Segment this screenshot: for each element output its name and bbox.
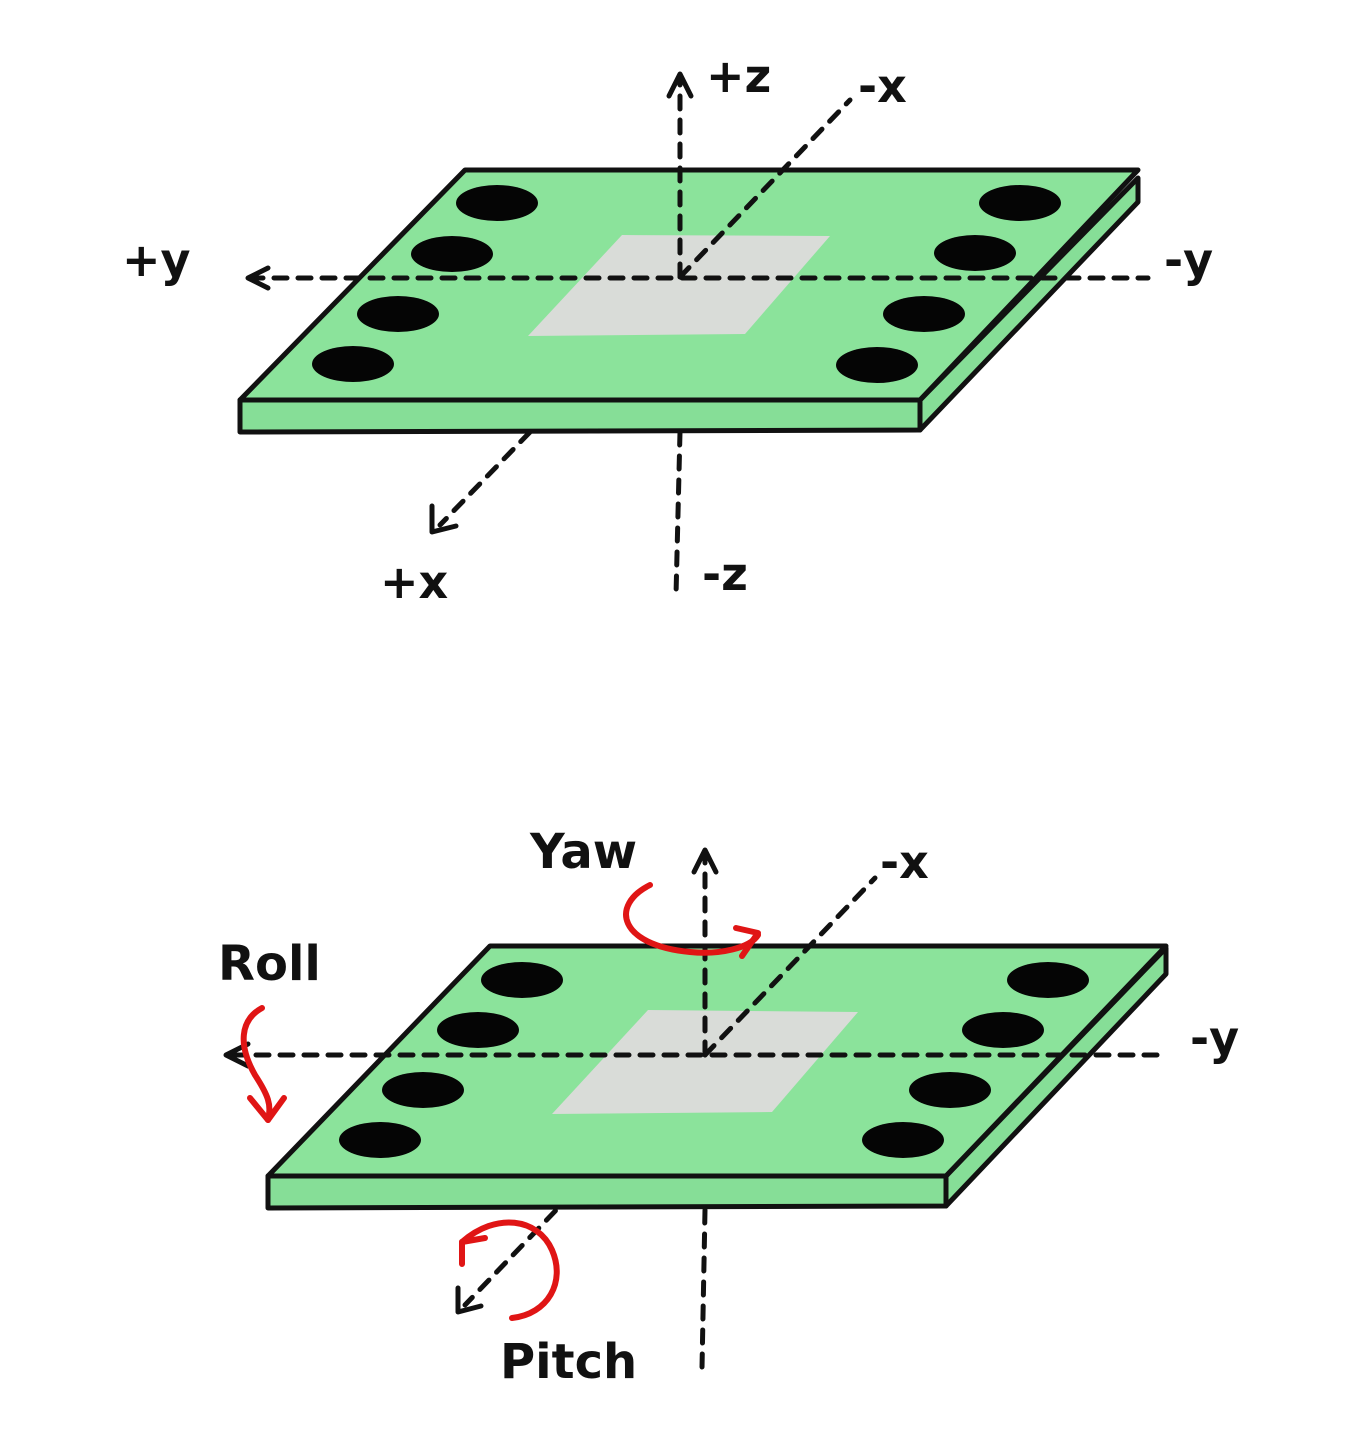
mounting-hole	[1007, 962, 1089, 998]
sensor-chip	[552, 1010, 858, 1114]
yaw-rotation-arrow-icon	[623, 882, 761, 959]
z-axis-line-lower	[699, 1207, 708, 1371]
pos-y-label: +y	[122, 233, 191, 287]
circuit-board	[265, 943, 1169, 1211]
y-arrowhead	[223, 1041, 251, 1069]
pos-z-label: +z	[706, 49, 771, 103]
roll-label: Roll	[218, 936, 321, 992]
z-axis-line-lower	[673, 429, 683, 598]
yaw-label: Yaw	[529, 824, 637, 880]
neg-y-label: -y	[1190, 1011, 1239, 1065]
circuit-board	[237, 167, 1141, 435]
board-side-edge	[917, 175, 1141, 433]
neg-z-label: -z	[702, 547, 748, 601]
mounting-hole	[382, 1072, 464, 1108]
mounting-hole	[883, 296, 965, 332]
mounting-hole	[437, 1012, 519, 1048]
pos-y-arrowhead	[245, 265, 271, 291]
mounting-hole	[862, 1122, 944, 1158]
pos-z-arrowhead	[666, 71, 694, 99]
mounting-hole	[339, 1122, 421, 1158]
mounting-hole	[909, 1072, 991, 1108]
mounting-hole	[411, 236, 493, 272]
board-front-edge	[265, 1173, 949, 1211]
mounting-hole	[456, 185, 538, 221]
neg-x-label: -x	[880, 835, 929, 889]
x-axis-line-upper	[702, 875, 878, 1058]
roll-rotation-arrow-icon	[240, 1005, 287, 1123]
neg-y-label: -y	[1164, 233, 1213, 287]
pos-x-arrowhead	[429, 503, 459, 535]
top-diagram: +z -x +y -y +x -z	[122, 49, 1213, 609]
mounting-hole	[836, 347, 918, 383]
mounting-hole	[312, 346, 394, 382]
neg-x-label: -x	[858, 59, 907, 113]
pos-x-label: +x	[380, 555, 448, 609]
mounting-hole	[979, 185, 1061, 221]
x-arrowhead	[455, 1285, 484, 1315]
pitch-rotation-arrow-icon	[459, 1219, 560, 1321]
mounting-hole	[357, 296, 439, 332]
x-axis-line-upper	[677, 97, 853, 280]
mounting-hole	[481, 962, 563, 998]
sensor-chip	[528, 235, 830, 336]
mounting-hole	[962, 1012, 1044, 1048]
board-front-edge	[237, 397, 923, 435]
pitch-label: Pitch	[500, 1334, 637, 1390]
mounting-hole	[934, 235, 1016, 271]
z-arrowhead	[691, 847, 719, 875]
bottom-diagram: Yaw -x Roll -y Pitch	[218, 824, 1239, 1390]
